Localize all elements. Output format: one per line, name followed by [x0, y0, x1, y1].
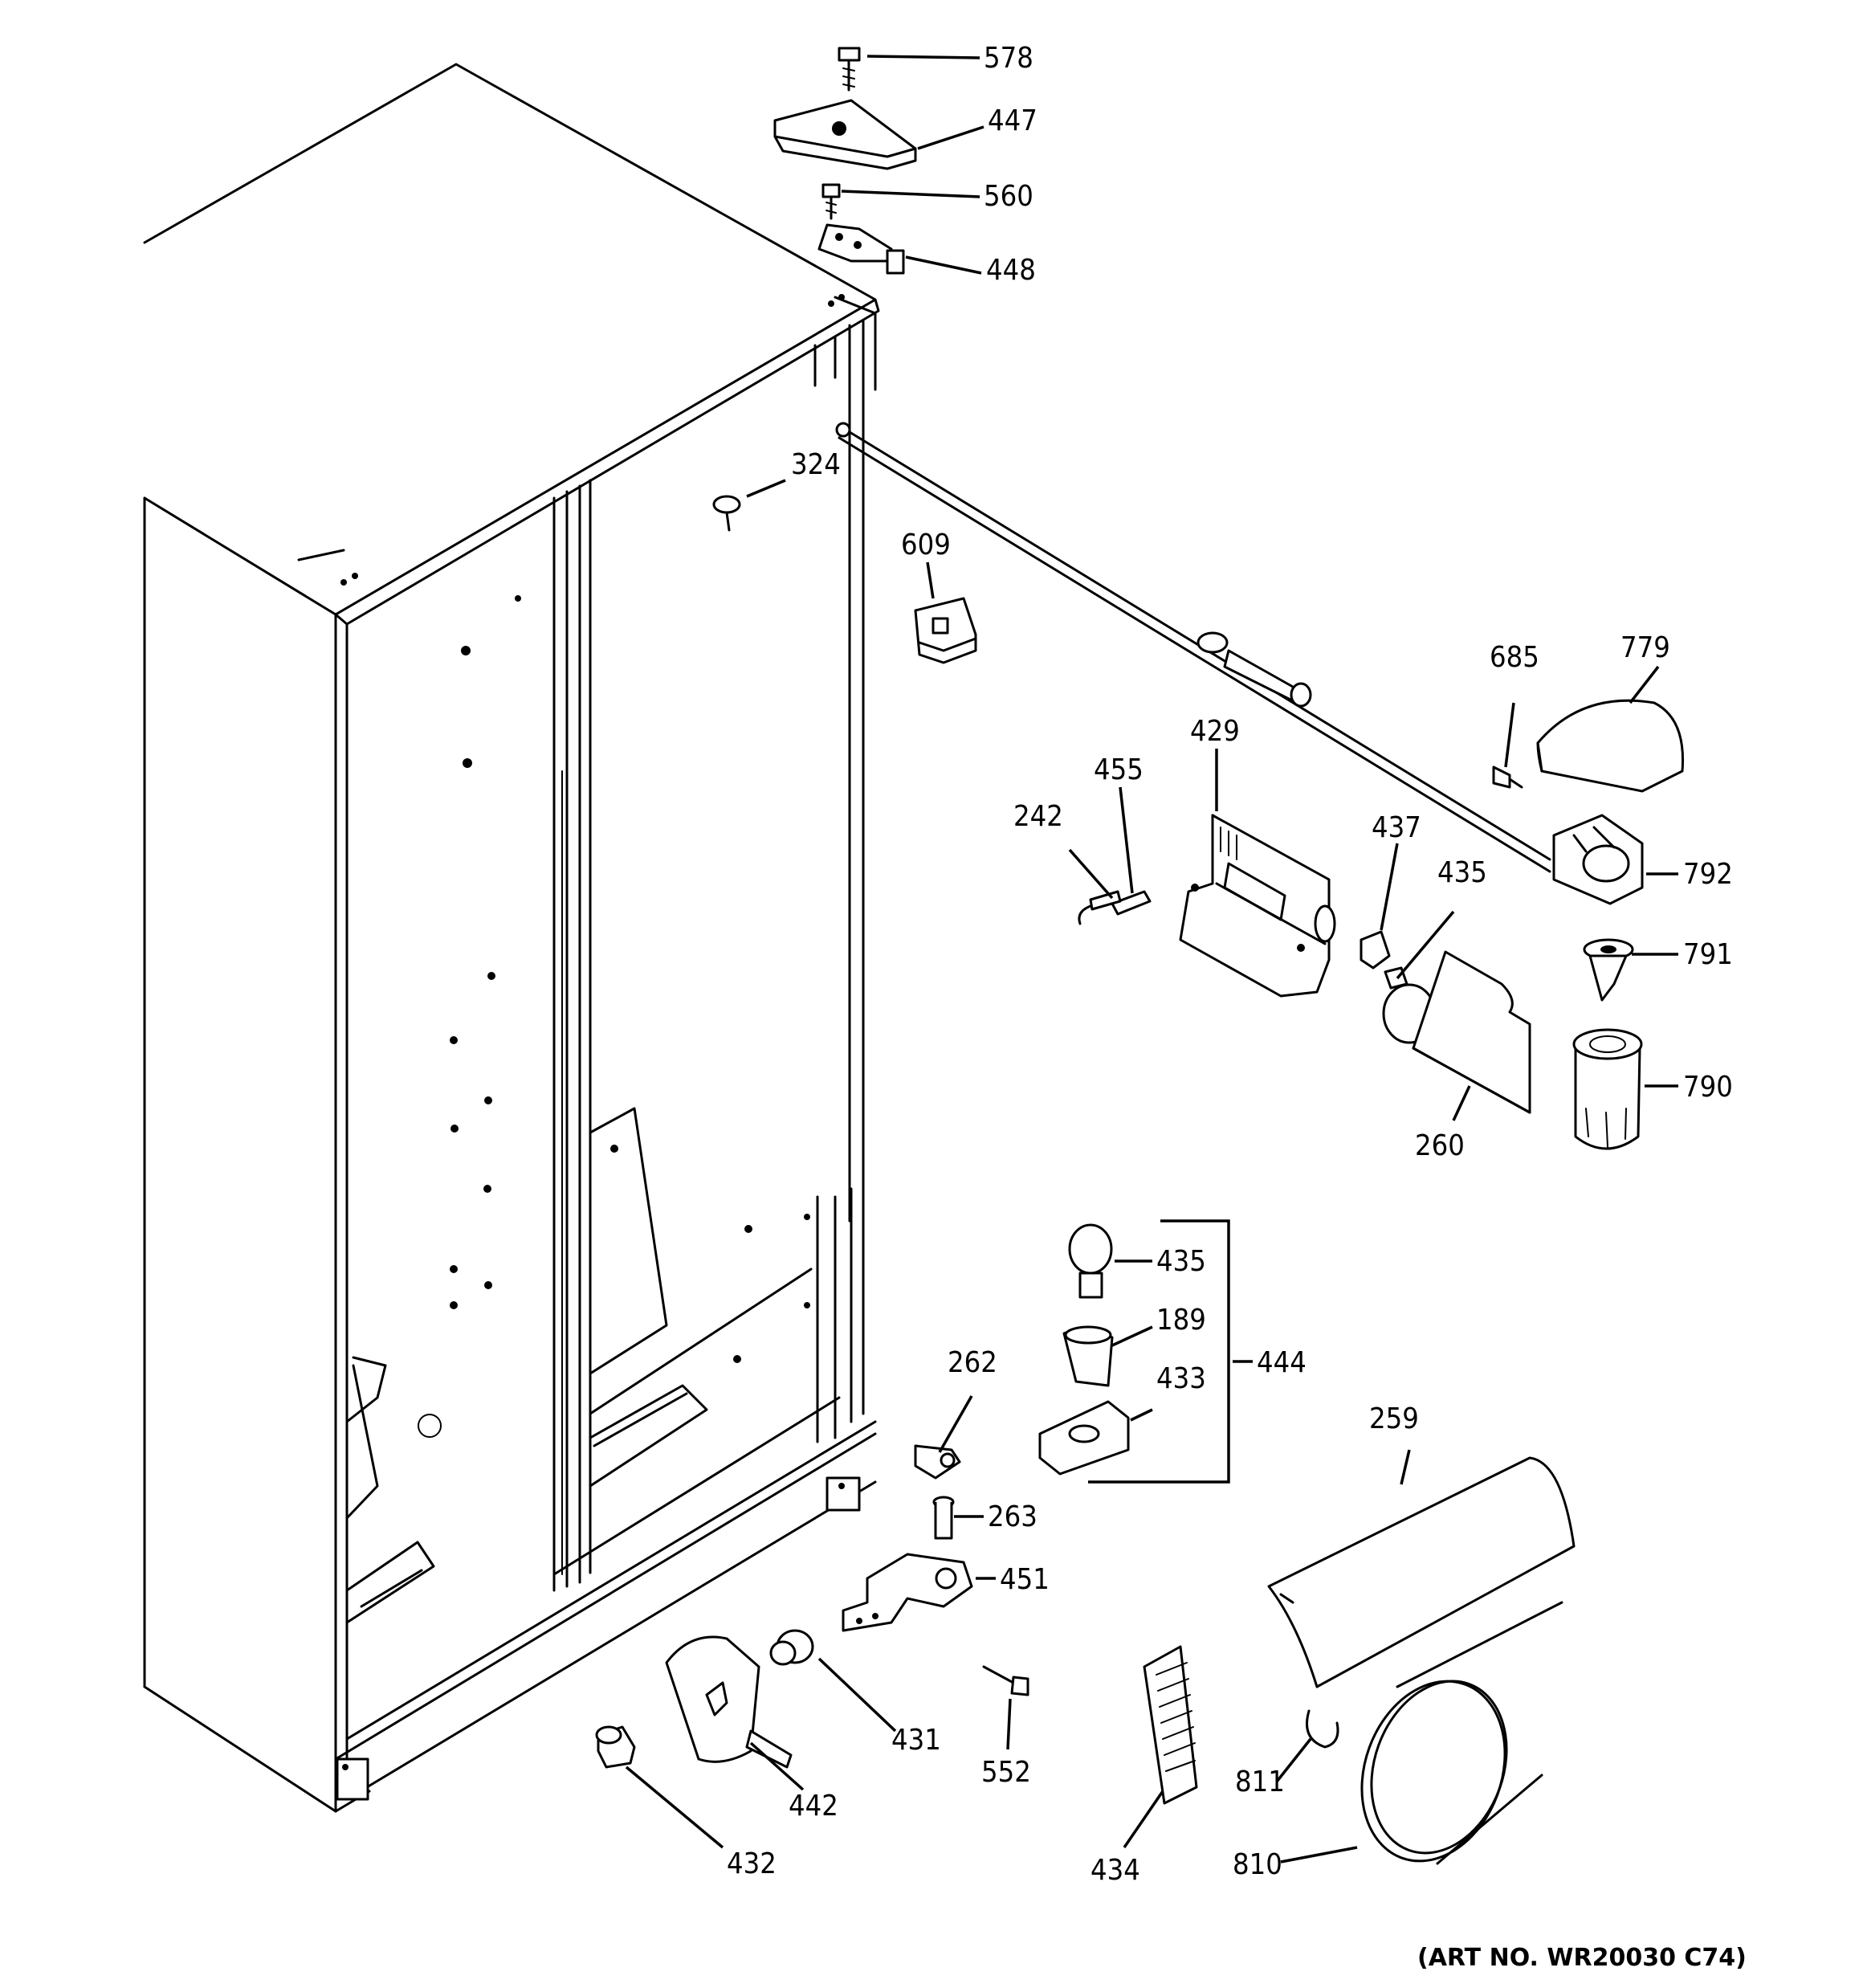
label-435-upper: 435	[1437, 856, 1487, 889]
refrigerator-cabinet	[143, 63, 880, 1813]
leader-lines	[625, 55, 1678, 1863]
filter-cover-779-icon	[1536, 699, 1685, 793]
hinge-448-icon	[817, 223, 905, 275]
water-tube-icon	[835, 422, 1551, 873]
kickplate-cover-259-icon	[1267, 1456, 1576, 1688]
relay-609-icon	[914, 597, 977, 664]
sleeve-432-icon	[595, 1725, 636, 1769]
label-792: 792	[1683, 858, 1733, 891]
label-429: 429	[1190, 715, 1240, 748]
label-435-lower: 435	[1156, 1245, 1206, 1278]
label-433: 433	[1156, 1362, 1206, 1395]
hinge-pin-263-icon	[932, 1496, 955, 1540]
label-242: 242	[1013, 800, 1063, 833]
bushing-431-icon	[769, 1629, 814, 1666]
label-455: 455	[1094, 753, 1143, 786]
label-609: 609	[901, 529, 951, 561]
label-560: 560	[984, 180, 1033, 213]
light-housing-429-icon	[1179, 814, 1336, 998]
label-448: 448	[986, 254, 1036, 287]
water-filter-790-icon	[1572, 1028, 1643, 1150]
part-labels: 578 447 560 448 324 609 685 779 429 455 …	[727, 42, 1747, 1972]
rivet-324-icon	[712, 495, 741, 532]
label-431: 431	[891, 1724, 941, 1757]
thermistor-455-icon	[1111, 890, 1152, 916]
screw-578-icon	[838, 47, 861, 92]
label-578: 578	[984, 42, 1033, 75]
label-791: 791	[1683, 938, 1733, 971]
socket-437-icon	[1360, 930, 1391, 970]
label-262: 262	[948, 1346, 997, 1379]
filter-head-792-icon	[1552, 814, 1644, 905]
screw-685-icon	[1492, 765, 1523, 789]
label-437: 437	[1372, 811, 1421, 844]
screw-552-icon	[982, 1665, 1029, 1696]
label-810: 810	[1233, 1848, 1282, 1881]
label-442: 442	[789, 1790, 838, 1823]
hinge-cover-447-icon	[773, 99, 917, 170]
art-number: (ART NO. WR20030 C74)	[1417, 1944, 1747, 1972]
light-shield-260-icon	[1412, 950, 1531, 1114]
label-447: 447	[988, 104, 1037, 137]
label-790: 790	[1683, 1071, 1733, 1104]
label-259: 259	[1369, 1402, 1419, 1435]
cam-262-icon	[914, 1444, 961, 1480]
label-444: 444	[1257, 1346, 1307, 1379]
socket-189-icon	[1062, 1325, 1114, 1387]
label-189: 189	[1156, 1304, 1206, 1337]
label-685: 685	[1490, 641, 1539, 674]
label-434: 434	[1090, 1854, 1140, 1887]
label-552: 552	[981, 1756, 1031, 1789]
clamp-811-icon	[1306, 1709, 1339, 1749]
damper-442-icon	[665, 1635, 793, 1769]
screw-560-icon	[821, 183, 841, 220]
label-324: 324	[791, 448, 841, 481]
water-line-coil-810-icon	[1360, 1601, 1563, 1865]
light-assembly-444-bracket	[1088, 1219, 1230, 1484]
label-779: 779	[1620, 631, 1670, 664]
grille-434-icon	[1143, 1645, 1198, 1805]
bulb-435-lower-icon	[1068, 1223, 1113, 1299]
switch-433-icon	[1038, 1400, 1130, 1476]
hinge-bracket-451-icon	[842, 1553, 973, 1632]
filter-bypass-791-icon	[1583, 938, 1634, 1002]
label-260: 260	[1415, 1129, 1465, 1162]
label-811: 811	[1235, 1766, 1285, 1798]
label-451: 451	[1000, 1563, 1050, 1596]
label-263: 263	[988, 1500, 1037, 1533]
label-432: 432	[727, 1847, 777, 1880]
